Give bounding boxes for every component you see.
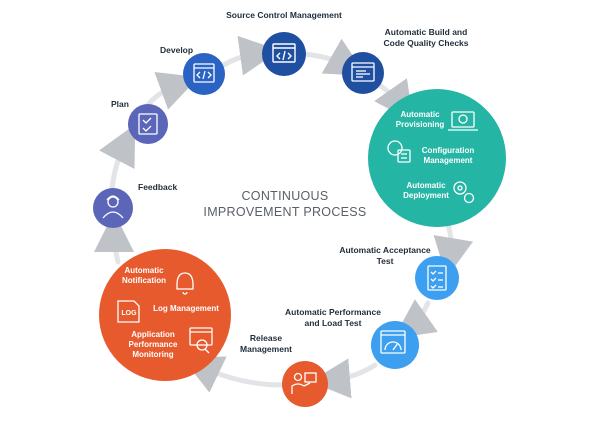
- acceptance-test-label: Automatic Acceptance Test: [337, 245, 433, 267]
- notification-text-line1: Automatic: [124, 266, 164, 275]
- gauge-window-icon: [380, 330, 406, 354]
- apm-text-line2: Performance: [128, 340, 178, 349]
- cycle-ring: [94, 35, 474, 399]
- performance-test-label-line1: Automatic Performance: [285, 307, 381, 317]
- build-label-line2: Code Quality Checks: [383, 38, 469, 48]
- person-icon: [102, 195, 124, 219]
- center-title-line2: IMPROVEMENT PROCESS: [203, 205, 367, 219]
- bell-icon: [176, 272, 194, 295]
- deployment-text-line1: Automatic: [406, 181, 446, 190]
- provisioning-text: Automatic Provisioning: [394, 110, 446, 130]
- arc-develop-to-scm: [219, 35, 280, 76]
- log-file-icon: [117, 300, 140, 323]
- arc-plan-to-develop: [145, 72, 199, 110]
- feedback-node: [93, 188, 133, 228]
- arc-perf-to-release: [310, 358, 378, 399]
- deployment-gears-icon: [453, 181, 475, 204]
- performance-test-label-line2: and Load Test: [304, 318, 362, 328]
- operations-group-node: [99, 249, 231, 381]
- arc-deploy-to-accept: [433, 222, 474, 278]
- arc-scm-to-build: [302, 38, 367, 76]
- apm-text: Application Performance Monitoring: [122, 330, 184, 360]
- deployment-text: Automatic Deployment: [400, 181, 452, 201]
- release-label-line2: Management: [240, 344, 292, 354]
- notification-text-line2: Notification: [122, 276, 166, 285]
- provisioning-text-line1: Automatic: [400, 110, 440, 119]
- code-window-icon: [272, 43, 296, 63]
- configuration-text-line1: Configuration: [421, 146, 475, 155]
- build-window-icon: [351, 62, 375, 82]
- acceptance-test-label-line1: Automatic Acceptance: [339, 245, 431, 255]
- develop-label: Develop: [160, 45, 194, 55]
- release-node: [282, 361, 328, 407]
- apm-text-line1: Application: [131, 330, 175, 339]
- notification-text: Automatic Notification: [118, 266, 170, 286]
- performance-test-label: Automatic Performance and Load Test: [283, 307, 383, 329]
- scm-node: [262, 32, 306, 76]
- acceptance-test-label-line2: Test: [376, 256, 394, 266]
- checklist-icon: [427, 265, 447, 291]
- configuration-gears-icon: [387, 140, 411, 163]
- deploy-group-node: [368, 89, 506, 227]
- acceptance-test-node: [415, 256, 459, 300]
- provisioning-laptop-icon: [448, 111, 478, 131]
- arc-release-to-ops: [181, 356, 285, 393]
- provisioning-text-line2: Provisioning: [395, 120, 445, 129]
- build-node: [342, 52, 384, 94]
- arc-feedback-to-plan: [99, 124, 136, 193]
- plan-node: [128, 104, 168, 144]
- scm-label: Source Control Management: [226, 10, 342, 20]
- release-label-line1: Release: [249, 333, 283, 343]
- deployment-text-line2: Deployment: [403, 191, 449, 200]
- develop-code-icon: [193, 63, 215, 83]
- performance-test-node: [371, 321, 419, 369]
- monitoring-magnifier-icon: [189, 327, 213, 354]
- build-label: Automatic Build and Code Quality Checks: [378, 27, 474, 49]
- develop-node: [183, 53, 225, 95]
- apm-text-line3: Monitoring: [132, 350, 174, 359]
- plan-label: Plan: [111, 99, 129, 109]
- center-title-line1: CONTINUOUS: [241, 189, 329, 203]
- feedback-label: Feedback: [138, 182, 178, 192]
- build-label-line1: Automatic Build and: [384, 27, 468, 37]
- configuration-text-line2: Management: [423, 156, 473, 165]
- presenter-icon: [291, 372, 317, 394]
- log-badge: LOG: [121, 310, 137, 317]
- release-label: Release Management: [236, 333, 296, 355]
- plan-board-icon: [138, 113, 158, 135]
- arc-ops-to-feedback: [94, 212, 135, 265]
- log-management-text: Log Management: [153, 304, 219, 313]
- arc-accept-to-perf: [393, 299, 438, 339]
- configuration-text: Configuration Management: [416, 146, 480, 166]
- center-title: CONTINUOUS IMPROVEMENT PROCESS: [200, 188, 370, 220]
